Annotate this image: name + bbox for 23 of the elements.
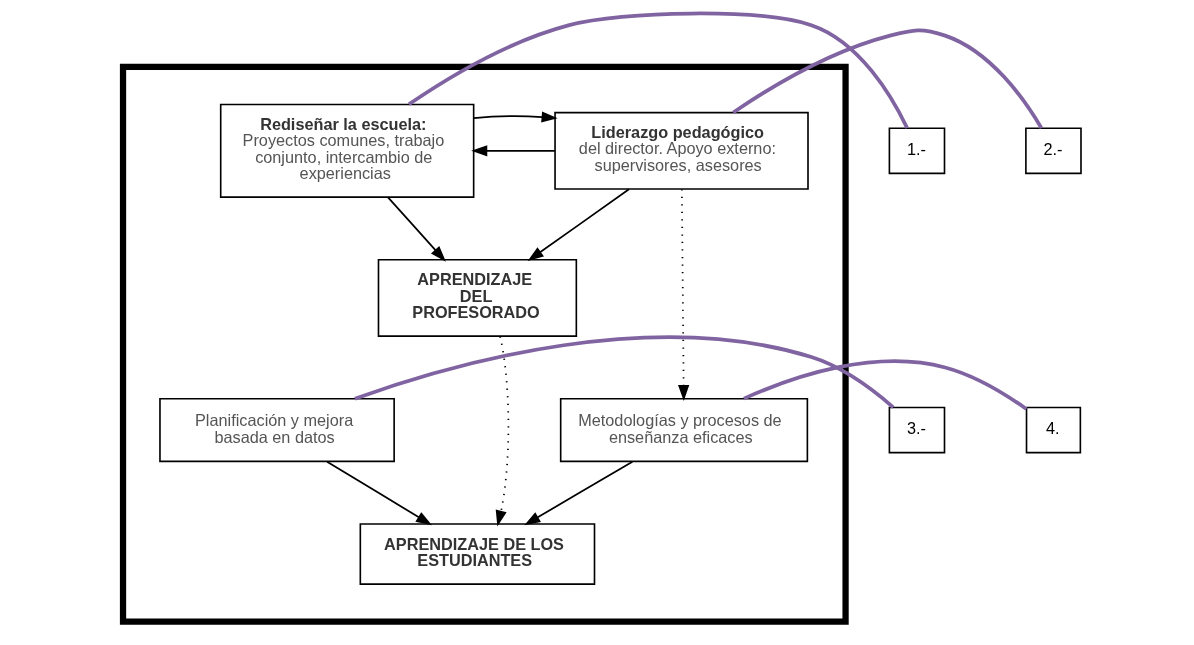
node-box: Rediseñar la escuela: Proyectos comunes, trabajo conjunto, intercambio de experiencias	[219, 103, 475, 198]
arrow	[473, 111, 558, 123]
node-box: 1.-	[888, 127, 946, 175]
arrow	[387, 196, 446, 262]
node-box: Liderazgo pedagógico del director. Apoyo externo: supervisores, asesores	[554, 111, 809, 190]
connector	[354, 335, 895, 409]
connector	[407, 11, 909, 129]
arrow	[527, 188, 630, 262]
arrow	[495, 335, 510, 527]
node-box: 2.-	[1025, 127, 1082, 175]
node-box: APRENDIZAJE DEL PROFESORADO	[377, 258, 578, 337]
node-box: Planificación y mejora basada en datos	[159, 397, 395, 463]
node-box: 3.-	[888, 406, 946, 454]
arrow	[471, 145, 556, 157]
node-box: 4.	[1025, 406, 1082, 454]
connector	[743, 359, 1028, 411]
arrow	[524, 460, 634, 526]
arrow	[326, 460, 432, 526]
cluster	[119, 63, 849, 625]
node-box: APRENDIZAJE DE LOS ESTUDIANTES	[359, 523, 596, 585]
connector	[732, 28, 1044, 130]
node-box: Metodologías y procesos de enseñanza eficaces	[559, 397, 809, 463]
arrow	[678, 188, 690, 402]
